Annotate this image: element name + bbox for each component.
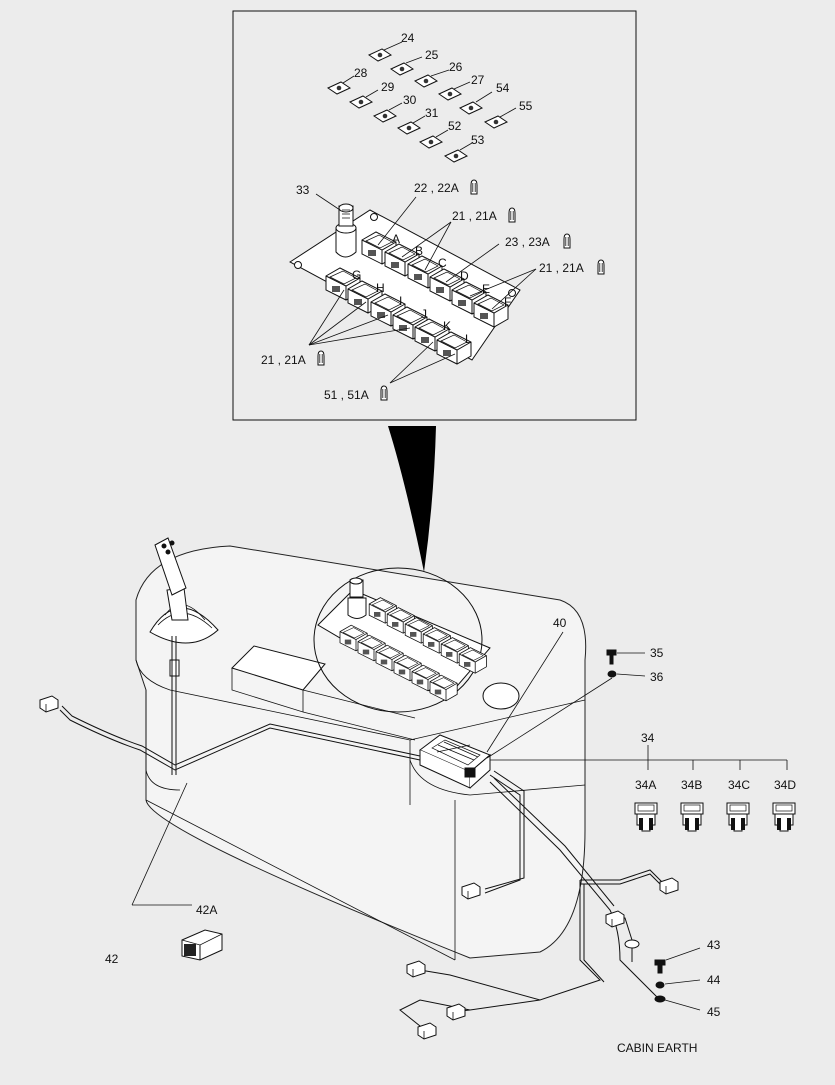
callout-30: 30 xyxy=(403,93,417,107)
fuse-bracket xyxy=(490,745,788,770)
callout-23: 23 , 23A xyxy=(505,235,550,249)
cabin-earth-caption: CABIN EARTH xyxy=(617,1041,697,1055)
switch-letter-f: F xyxy=(504,295,511,309)
callout-54: 54 xyxy=(496,81,510,95)
bolt-43 xyxy=(654,959,666,974)
switch-letter-k: K xyxy=(443,319,451,333)
bulb-icon xyxy=(317,350,325,366)
earth-lug xyxy=(624,939,640,962)
connector-plug xyxy=(406,960,426,978)
callout-53: 53 xyxy=(471,133,485,147)
callout-35: 35 xyxy=(650,646,664,660)
connector-plug xyxy=(417,1022,437,1040)
switch-letter-h: H xyxy=(376,281,385,295)
callout-31: 31 xyxy=(425,106,439,120)
washer-36 xyxy=(607,670,617,678)
switch-letter-b: B xyxy=(415,244,423,258)
switch-letter-c: C xyxy=(438,256,447,270)
blade-fuse-icon xyxy=(772,802,796,832)
callout-21-right: 21 , 21A xyxy=(539,261,584,275)
callout-43: 43 xyxy=(707,938,721,952)
callout-55: 55 xyxy=(519,99,533,113)
switch-panel-leaders xyxy=(308,193,537,384)
callout-22: 22 , 22A xyxy=(414,181,459,195)
relay-42a xyxy=(181,929,223,961)
console-body xyxy=(135,545,587,961)
callout-34: 34 xyxy=(641,731,655,745)
wiring-harness xyxy=(59,705,666,1031)
callout-52: 52 xyxy=(448,119,462,133)
leader-40 xyxy=(486,631,564,753)
callout-34d: 34D xyxy=(774,778,796,792)
callout-40: 40 xyxy=(553,616,567,630)
detail-pointer xyxy=(388,426,436,572)
bolt-35 xyxy=(606,649,617,665)
leader-36 xyxy=(616,673,646,677)
callout-27: 27 xyxy=(471,73,485,87)
connector-plug xyxy=(605,910,625,928)
callout-28: 28 xyxy=(354,66,368,80)
callout-21-lower: 21 , 21A xyxy=(261,353,306,367)
bulb-icon xyxy=(597,259,605,275)
earth-leaders xyxy=(664,947,701,1011)
callout-34c: 34C xyxy=(728,778,750,792)
callout-34b: 34B xyxy=(681,778,702,792)
icon-insert-leaders xyxy=(342,41,517,151)
bulb-icon xyxy=(470,179,478,195)
nut-45 xyxy=(654,995,666,1003)
callout-51: 51 , 51A xyxy=(324,388,369,402)
bulb-icon xyxy=(563,233,571,249)
callout-29: 29 xyxy=(381,80,395,94)
callout-25: 25 xyxy=(425,48,439,62)
switch-letter-l: L xyxy=(465,332,472,346)
callout-33: 33 xyxy=(296,183,310,197)
bulb-icon xyxy=(380,385,388,401)
blade-fuse-icon xyxy=(680,802,704,832)
connector-plug xyxy=(659,877,679,895)
callout-42a: 42A xyxy=(196,903,217,917)
switch-letter-g: G xyxy=(352,268,361,282)
callout-34a: 34A xyxy=(635,778,656,792)
callout-45: 45 xyxy=(707,1005,721,1019)
switch-panel-detail: A B C D E F G H I J K L xyxy=(289,203,521,365)
joystick xyxy=(149,537,219,775)
washer-44 xyxy=(655,981,665,989)
switch-box-40 xyxy=(419,734,491,789)
callout-24: 24 xyxy=(401,31,415,45)
switch-letter-j: J xyxy=(421,307,427,321)
leader-42 xyxy=(131,782,188,906)
callout-21-upper: 21 , 21A xyxy=(452,209,497,223)
callout-26: 26 xyxy=(449,60,463,74)
callout-36: 36 xyxy=(650,670,664,684)
detail-frame xyxy=(232,10,637,421)
leader-35-36 xyxy=(486,677,613,759)
switch-letter-d: D xyxy=(460,269,469,283)
blade-fuse-icon xyxy=(634,802,658,832)
key-switch-33 xyxy=(335,203,357,258)
switch-letter-i: I xyxy=(399,294,402,308)
connector-plug xyxy=(39,695,59,713)
callout-42: 42 xyxy=(105,952,119,966)
callout-44: 44 xyxy=(707,973,721,987)
switch-letter-a: A xyxy=(392,232,400,246)
blade-fuse-icon xyxy=(726,802,750,832)
bulb-icon xyxy=(508,207,516,223)
switch-letter-e: E xyxy=(482,282,490,296)
